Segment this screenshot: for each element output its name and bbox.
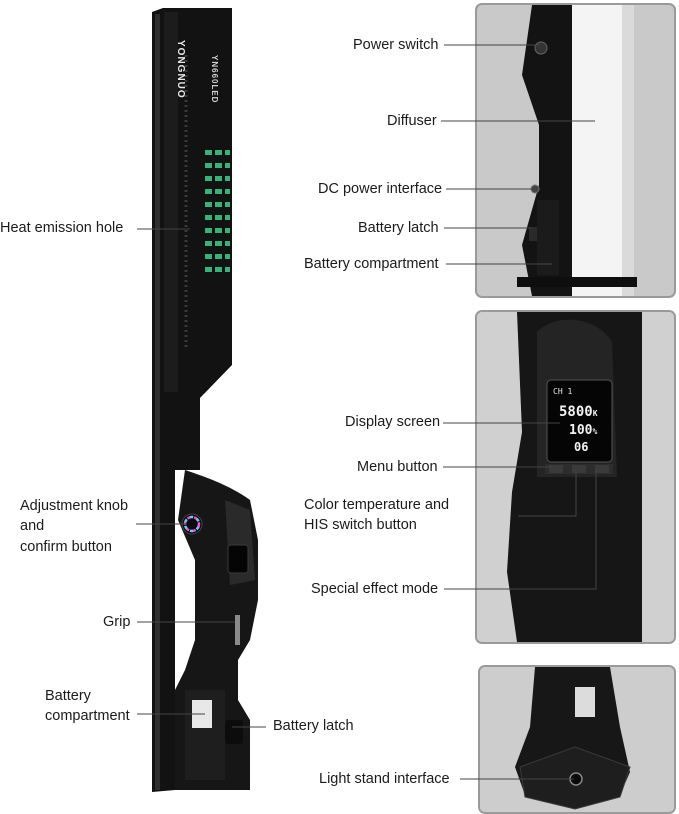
battery-latch-main (225, 720, 243, 744)
function-icon-grid (205, 150, 230, 272)
label-battery-compartment-top: Battery compartment (304, 256, 439, 272)
menu-button-shape (549, 465, 563, 473)
knob-rgb-ring-2 (183, 515, 201, 533)
display-brightness: 100% (569, 423, 597, 438)
effect-button-shape (595, 465, 609, 473)
label-battery-latch-top: Battery latch (358, 220, 439, 236)
detail-panel-base (478, 665, 676, 814)
label-battery-compartment-line1: Battery (45, 688, 91, 704)
label-adjustment-knob-line2: and (20, 518, 45, 535)
diffuser-shade (622, 5, 634, 296)
label-diffuser: Diffuser (387, 113, 437, 129)
display-screen (546, 379, 613, 463)
display-cct-unit: K (592, 409, 598, 418)
label-grip: Grip (103, 614, 131, 630)
display-row1: CH 1 (553, 387, 572, 396)
battery-door-top (537, 200, 559, 275)
label-color-temp-button: Color temperature and HIS switch button (304, 495, 449, 536)
label-color-temp-line2: HIS switch button (304, 517, 417, 534)
label-adjustment-knob-line3: confirm button (20, 538, 112, 555)
bottom-cap (517, 277, 637, 287)
label-menu-button: Menu button (357, 459, 438, 475)
grip-display (227, 544, 249, 574)
label-battery-compartment-main: Battery compartment (45, 686, 130, 727)
label-special-effect: Special effect mode (311, 581, 439, 597)
display-brightness-unit: % (592, 427, 598, 436)
label-battery-compartment-line2: compartment (45, 708, 130, 725)
label-dc-power: DC power interface (318, 181, 443, 197)
label-color-temp-line1: Color temperature and (304, 497, 450, 513)
label-heat-emission-hole: Heat emission hole (0, 220, 124, 236)
label-power-switch: Power switch (353, 37, 439, 53)
label-light-stand: Light stand interface (319, 771, 450, 787)
battery-latch-top (529, 227, 539, 241)
cct-button-shape (572, 465, 586, 473)
tube-edge-highlight (155, 14, 160, 790)
label-display-screen: Display screen (345, 414, 441, 430)
label-adjustment-knob: Adjustment knob and confirm button (20, 496, 128, 557)
display-brightness-value: 100 (569, 423, 593, 438)
base-sticker (575, 687, 595, 717)
label-battery-latch-main: Battery latch (273, 718, 354, 734)
label-adjustment-knob-line1: Adjustment knob (20, 498, 129, 514)
detail-panel-top (475, 3, 676, 298)
tube-side-face (164, 12, 178, 392)
display-cct: 5800K (559, 404, 598, 420)
top-body (522, 5, 572, 296)
display-cct-value: 5800 (559, 404, 593, 420)
grip-logo-mark (235, 615, 240, 645)
display-channel: CH 1 (553, 387, 573, 396)
display-effect: 06 (574, 440, 589, 454)
